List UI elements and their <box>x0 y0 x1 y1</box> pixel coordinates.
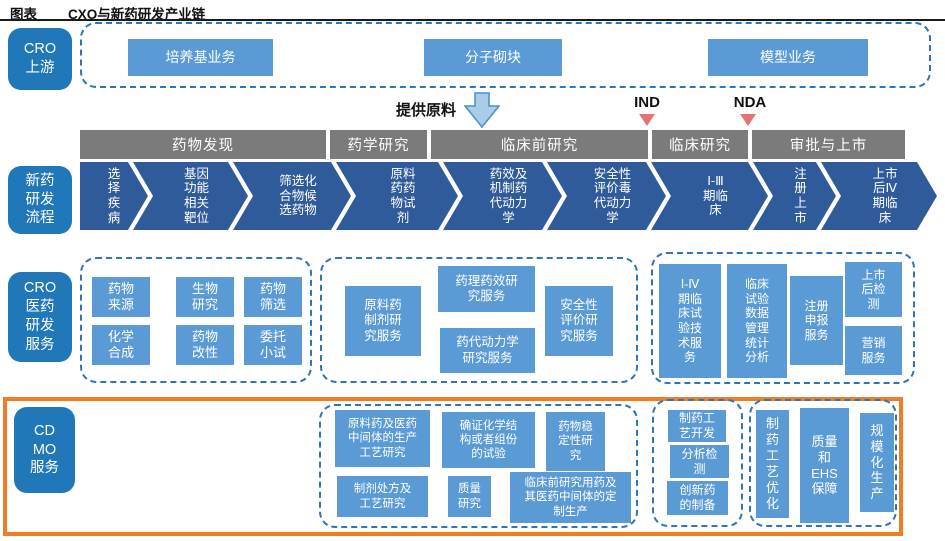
cdmo-service-box: 药物稳 定性研 究 <box>546 412 605 471</box>
cro-service-box: Ⅰ-Ⅳ 期临 床试 验技 术服 务 <box>659 264 721 378</box>
cdmo-service-box: 质量 研究 <box>448 476 491 517</box>
flow-step-chevron: 药效及 机制药 代动力 学 <box>443 162 562 230</box>
cdmo-service-box: 制剂处方及 工艺研究 <box>337 476 428 517</box>
stage-header: 临床前研究 <box>431 130 648 159</box>
nda-marker-icon <box>740 114 756 126</box>
cdmo-service-box: 原料药及医药 中间体的生产 工艺研究 <box>335 410 430 467</box>
cdmo-service-box: 制 药 工 艺 优 化 <box>756 410 789 518</box>
cro-service-box: 营销 服务 <box>845 326 902 375</box>
cdmo-service-box: 规 模 化 生 产 <box>860 413 894 512</box>
cdmo-service-box: 确证化学结 构或者组份 的试验 <box>442 412 535 468</box>
stage-header: 药学研究 <box>330 130 427 159</box>
upstream-box: 模型业务 <box>708 39 868 76</box>
cdmo-service-box: 临床前研究用药及 其医药中间体的定 制生产 <box>510 472 631 523</box>
flow-step-chevron: 上市 后Ⅳ 期临 床 <box>821 162 937 230</box>
cro-services-label: CRO 医药 研发 服务 <box>8 272 72 362</box>
upstream-box: 培养基业务 <box>128 39 273 76</box>
stage-header: 临床研究 <box>652 130 748 159</box>
cro-service-box: 药代动力学 研究服务 <box>440 328 535 373</box>
supply-material-label: 提供原料 <box>396 102 457 119</box>
flow-step-chevron: 安全性 评价毒 代动力 学 <box>547 162 666 230</box>
cro-service-box: 药物 改性 <box>176 325 234 365</box>
cro-discovery-group <box>80 257 312 383</box>
figure-title: CXO与新药研发产业链 <box>68 7 206 22</box>
cro-upstream-label: CRO 上游 <box>8 28 72 90</box>
cro-service-box: 药物 筛选 <box>244 277 302 317</box>
flow-step-chevron: Ⅰ-Ⅲ 期临 床 <box>651 162 768 230</box>
stage-header: 审批与上市 <box>752 130 905 159</box>
cro-service-box: 安全性 评价研 究服务 <box>545 286 613 356</box>
flow-step-chevron: 筛选化 合物候 选药物 <box>233 162 351 230</box>
cro-service-box: 原料药 制剂研 究服务 <box>345 286 421 356</box>
cdmo-service-box: 制药工 艺开发 <box>668 410 726 442</box>
cro-service-box: 委托 小试 <box>244 325 302 365</box>
cro-service-box: 上市 后检 测 <box>845 262 902 317</box>
cdmo-development-group <box>652 399 743 527</box>
down-arrow-icon <box>464 92 500 129</box>
cro-preclinical-group <box>320 257 638 383</box>
stage-header: 药物发现 <box>80 130 326 159</box>
nda-label: NDA <box>733 94 767 111</box>
ind-label: IND <box>634 94 660 111</box>
ind-marker-icon <box>639 114 655 126</box>
cro-service-box: 生物 研究 <box>176 277 234 317</box>
cro-service-box: 药理药效研 究服务 <box>438 266 535 312</box>
cro-clinical-group <box>651 252 915 384</box>
cdmo-service-box: 分析检 测 <box>670 445 729 478</box>
cro-service-box: 化学 合成 <box>92 325 150 365</box>
cro-service-box: 注册 申报 服务 <box>790 276 843 365</box>
flow-step-chevron: 选 择 疾 病 <box>80 162 148 230</box>
cdmo-process-research-group <box>319 404 638 528</box>
cro-service-box: 药物 来源 <box>92 277 150 317</box>
title-underline <box>0 19 945 21</box>
cdmo-service-box: 质量 和 EHS 保障 <box>800 408 849 523</box>
cdmo-service-box: 创新药 的制备 <box>667 481 728 515</box>
upstream-box: 分子砌块 <box>424 39 562 76</box>
figure-tag-label: 图表 <box>10 7 37 22</box>
cro-service-box: 临床 试验 数据 管理 统计 分析 <box>727 264 787 378</box>
flow-step-chevron: 基因 功能 相关 靶位 <box>133 162 248 230</box>
upstream-dashed-group <box>80 22 931 88</box>
flow-step-chevron: 原料 药药 物试 剂 <box>336 162 458 230</box>
flow-label: 新药 研发 流程 <box>8 166 72 234</box>
cdmo-production-group <box>749 399 897 527</box>
cdmo-label: CD MO 服务 <box>14 407 75 493</box>
cdmo-highlight-frame <box>3 397 903 536</box>
